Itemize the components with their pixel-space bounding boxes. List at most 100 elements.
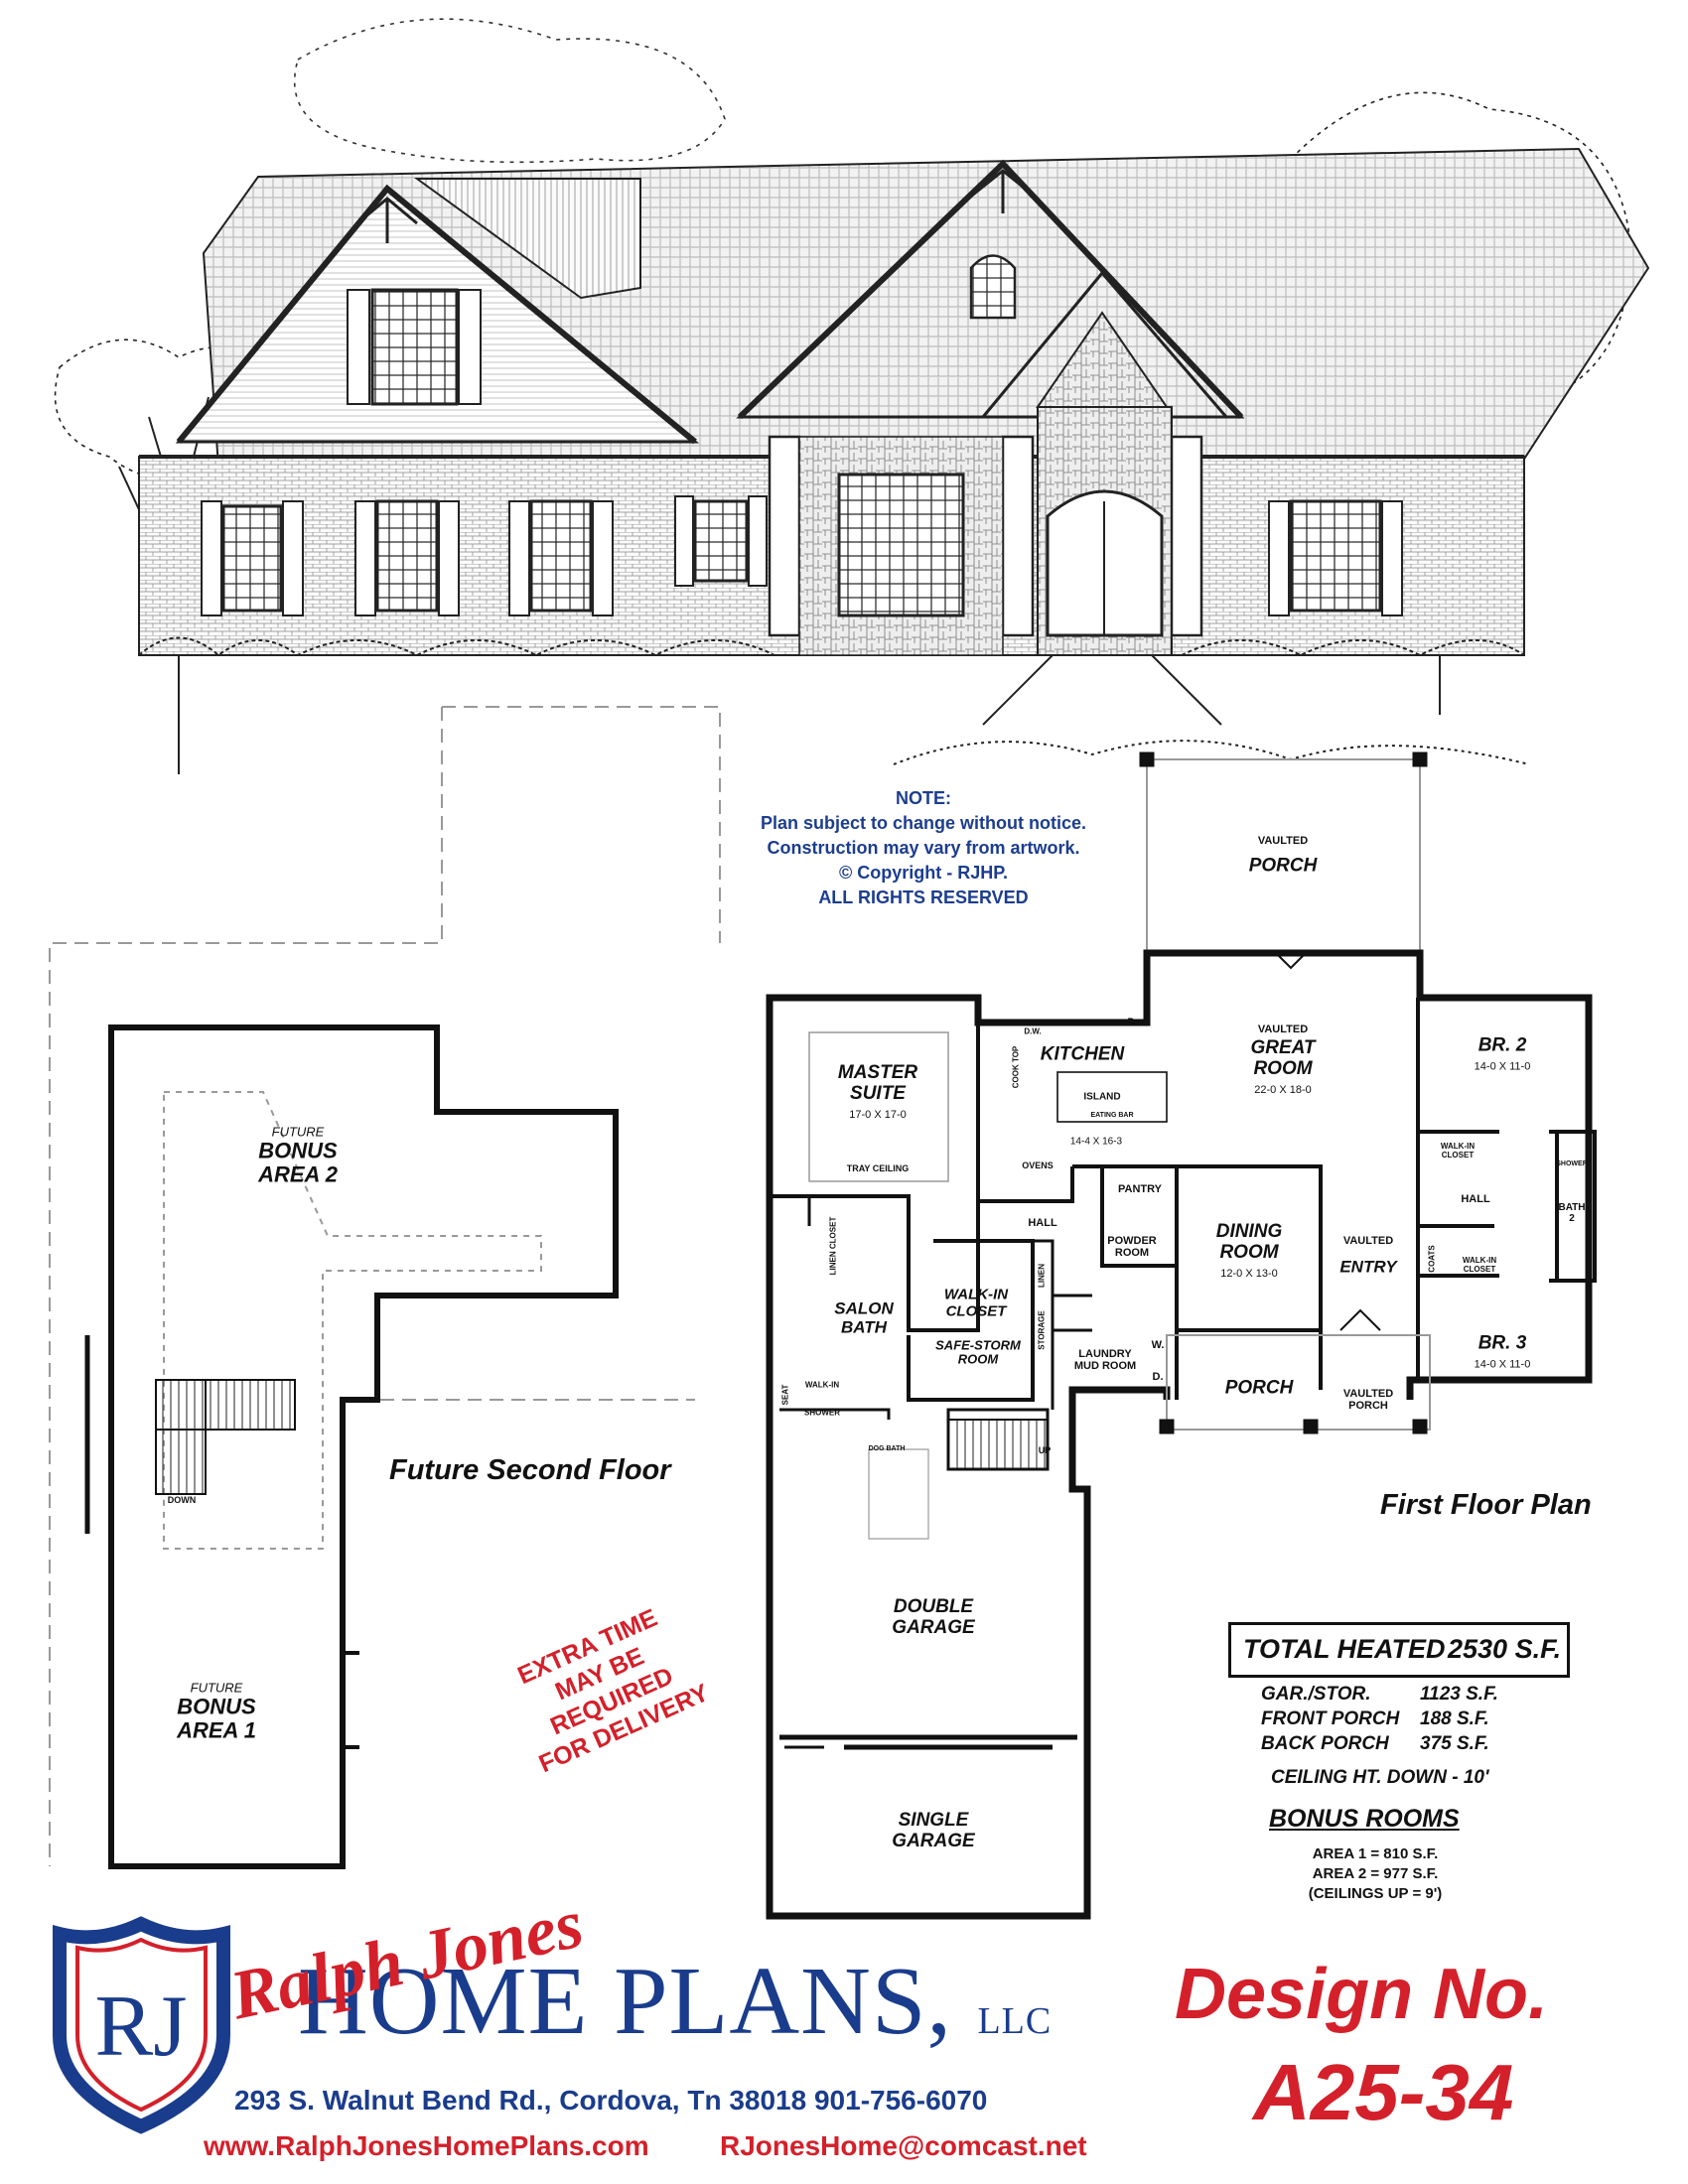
area-stat-row: GAR./STOR. 1123 S.F. <box>1261 1682 1498 1706</box>
bedroom-2-name: BR. 2 <box>1477 1034 1527 1056</box>
front-porch-tag1: VAULTED <box>1342 1387 1394 1400</box>
island-label: ISLAND <box>1083 1091 1121 1103</box>
rj-shield-logo: RJ <box>53 1916 230 2134</box>
design-label: Design No. <box>1175 1955 1549 2034</box>
linen-label: LINEN <box>1037 1264 1047 1288</box>
bath2-label: BATH 2 <box>1558 1202 1585 1224</box>
walkin-closet-label: WALK-IN CLOSET <box>943 1286 1009 1320</box>
stair-up-label: UP <box>1038 1445 1052 1456</box>
salon-bath-label: SALON BATH <box>834 1299 894 1336</box>
bonus-area-1-name2: AREA 1 <box>177 1718 256 1744</box>
walkin-shower-label: WALK-IN <box>804 1380 840 1390</box>
pantry-label: PANTRY <box>1118 1182 1162 1195</box>
cooktop-label: COOK TOP <box>1011 1045 1021 1089</box>
bedroom-2-label: BR. 2 14-0 X 11-0 <box>1474 1034 1531 1073</box>
bonus-rooms-line: AREA 1 = 810 S.F. <box>1312 1845 1439 1862</box>
eating-bar-label: EATING BAR <box>1090 1112 1134 1120</box>
bonus-area-1-name1: BONUS <box>177 1694 256 1719</box>
fridge-label: R. <box>1127 1017 1137 1027</box>
shower-label: SHOWER <box>804 1408 840 1418</box>
elevation-windows <box>221 499 1382 613</box>
walkin-closet-name2: CLOSET <box>945 1302 1007 1319</box>
bedroom-2-dim: 14-0 X 11-0 <box>1474 1060 1531 1073</box>
ovens-label: OVENS <box>1022 1160 1054 1171</box>
total-heated-label: TOTAL HEATED <box>1243 1634 1446 1664</box>
company-address: 293 S. Walnut Bend Rd., Cordova, Tn 3801… <box>234 2085 988 2116</box>
br2-closet-label: WALK-IN CLOSET <box>1440 1142 1476 1160</box>
dining-name1: DINING <box>1215 1221 1283 1243</box>
company-email[interactable]: RJonesHome@comcast.net <box>720 2130 1087 2161</box>
linen-closet-label: LINEN CLOSET <box>828 1216 838 1276</box>
bedroom-3-dim: 14-0 X 11-0 <box>1474 1358 1531 1371</box>
design-number: A25-34 <box>1253 2048 1514 2136</box>
note-line: Plan subject to change without notice. <box>760 813 1087 833</box>
laundry-name2: MUD ROOM <box>1073 1360 1137 1372</box>
note-line: ALL RIGHTS RESERVED <box>818 887 1029 907</box>
great-room-dim: 22-0 X 18-0 <box>1254 1083 1312 1096</box>
great-room-tag: VAULTED <box>1257 1023 1309 1035</box>
dog-bath-label: DOG BATH <box>868 1445 906 1453</box>
area-stat-value: 188 S.F. <box>1420 1708 1489 1729</box>
back-porch-label: PORCH <box>1248 855 1318 877</box>
master-suite-dim: 17-0 X 17-0 <box>849 1108 907 1121</box>
safe-storm-name2: ROOM <box>957 1352 999 1367</box>
dining-dim: 12-0 X 13-0 <box>1220 1267 1278 1280</box>
note-heading: NOTE: <box>896 788 951 808</box>
front-elevation <box>54 18 1650 774</box>
bedroom-3-name: BR. 3 <box>1477 1332 1527 1354</box>
laundry-label: LAUNDRY MUD ROOM <box>1074 1348 1136 1372</box>
bedroom-3-label: BR. 3 14-0 X 11-0 <box>1474 1332 1531 1371</box>
company-name-main: HOME PLANS, <box>298 1948 952 2055</box>
entry-tag: VAULTED <box>1342 1234 1394 1247</box>
note-line: Construction may vary from artwork. <box>767 838 1080 858</box>
tree-center-back <box>293 18 726 164</box>
kitchen-dim: 14-4 X 16-3 <box>1069 1136 1123 1148</box>
walkin-closet-name1: WALK-IN <box>943 1286 1009 1303</box>
bath2-shower-label: SHOWER <box>1556 1160 1588 1168</box>
storage-label: STORAGE <box>1037 1310 1047 1350</box>
great-room-name2: ROOM <box>1253 1057 1313 1079</box>
master-suite-label: MASTER SUITE 17-0 X 17-0 <box>838 1062 917 1121</box>
safe-storm-room-label: SAFE-STORM ROOM <box>935 1337 1021 1368</box>
bonus-area-2-name1: BONUS <box>258 1138 338 1163</box>
powder-name1: POWDER <box>1107 1234 1157 1247</box>
dishwasher-label: D.W. <box>1024 1026 1042 1036</box>
total-heated-box: TOTAL HEATED 2530 S.F. <box>1228 1622 1570 1678</box>
bonus-area-2-prefix: FUTURE <box>271 1124 325 1140</box>
bonus-area-1-label: FUTURE BONUS AREA 1 <box>177 1681 256 1744</box>
bonus-rooms-list: AREA 1 = 810 S.F. AREA 2 = 977 S.F. (CEI… <box>1281 1844 1470 1904</box>
salon-bath-name1: SALON <box>834 1298 894 1318</box>
powder-name2: ROOM <box>1114 1247 1150 1259</box>
hall-master-label: HALL <box>1028 1216 1057 1229</box>
company-llc: LLC <box>977 2000 1053 2042</box>
area-stat-label: BACK PORCH <box>1261 1733 1389 1754</box>
second-floor-title: Future Second Floor <box>389 1454 671 1486</box>
company-name: HOME PLANS, LLC <box>298 1946 1052 2057</box>
seat-label: SEAT <box>780 1384 790 1406</box>
kitchen-label: KITCHEN <box>1040 1043 1125 1065</box>
bonus-area-2-label: FUTURE BONUS AREA 2 <box>258 1124 338 1188</box>
bath2-num: 2 <box>1569 1213 1575 1224</box>
washer-label: W. <box>1151 1338 1165 1351</box>
second-floor-plan <box>49 706 721 1869</box>
first-floor-plan <box>766 751 1597 1920</box>
double-garage-name1: DOUBLE <box>893 1596 974 1618</box>
double-garage-name2: GARAGE <box>892 1617 975 1638</box>
note-line: © Copyright - RJHP. <box>839 863 1008 883</box>
hall-bedrooms-label: HALL <box>1461 1192 1490 1205</box>
dryer-label: D. <box>1152 1370 1164 1383</box>
area-stat-label: GAR./STOR. <box>1261 1684 1371 1705</box>
br3-closet-label: WALK-IN CLOSET <box>1462 1256 1497 1274</box>
safe-storm-name1: SAFE-STORM <box>935 1337 1021 1353</box>
tray-ceiling-label: TRAY CEILING <box>846 1163 910 1174</box>
ceiling-height: CEILING HT. DOWN - 10' <box>1271 1767 1489 1788</box>
company-website[interactable]: www.RalphJonesHomePlans.com <box>204 2130 649 2161</box>
double-garage-label: DOUBLE GARAGE <box>892 1596 975 1639</box>
master-suite-name2: SUITE <box>850 1082 906 1104</box>
salon-bath-name2: BATH <box>841 1317 887 1336</box>
entry-label: ENTRY <box>1339 1257 1397 1277</box>
area-stat-value: 1123 S.F. <box>1420 1684 1498 1705</box>
